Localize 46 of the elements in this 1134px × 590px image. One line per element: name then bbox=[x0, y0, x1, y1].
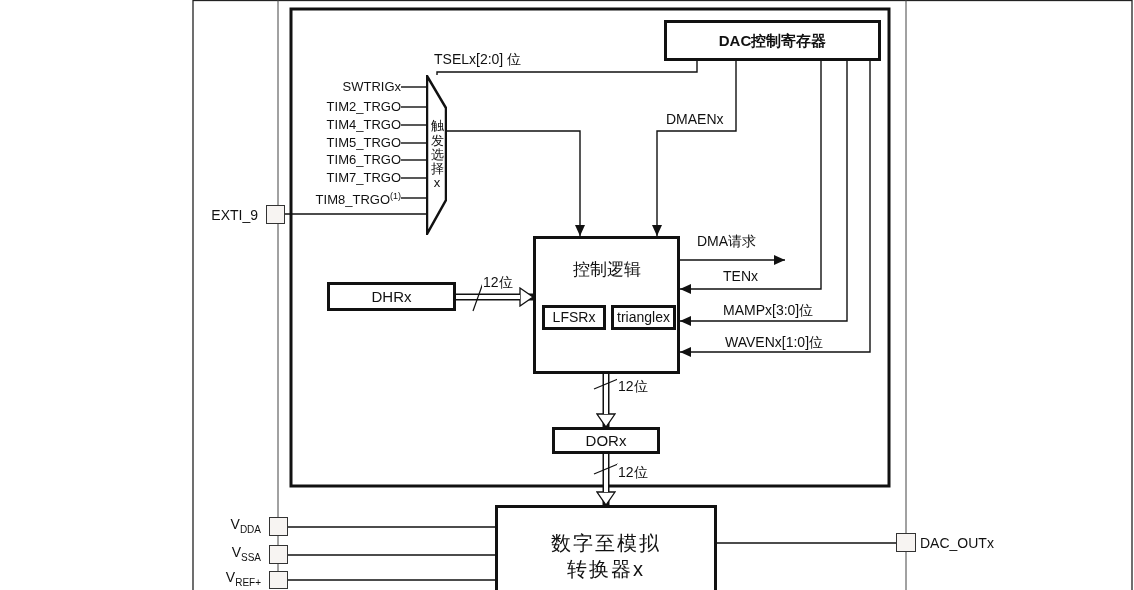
pin-label: V$_{DDA}$ bbox=[230, 514, 261, 537]
register-box: DHRx bbox=[327, 282, 456, 311]
arrow bbox=[679, 60, 848, 326]
edge-label: WAVENx[1:0]位 bbox=[724, 334, 825, 351]
edge-label: 12位 bbox=[482, 274, 514, 291]
edge-label: MAMPx[3:0]位 bbox=[722, 302, 815, 319]
signal-label: TIM8_TRGO$^{(1)}$ bbox=[315, 190, 401, 208]
signal-label: TIM2_TRGO bbox=[326, 99, 401, 115]
arrow bbox=[652, 60, 737, 237]
connector-line bbox=[400, 197, 427, 199]
signal-label: SWTRIGx bbox=[342, 79, 401, 95]
connector-line bbox=[287, 579, 496, 581]
signal-label: TIM7_TRGO bbox=[326, 170, 401, 186]
arrow bbox=[679, 255, 786, 265]
pin-label: EXTI_9 bbox=[211, 205, 258, 224]
register-box: LFSRx bbox=[542, 305, 606, 330]
pin-label: V$_{REF+}$ bbox=[225, 568, 261, 590]
connector-line bbox=[400, 106, 427, 108]
connector-line bbox=[287, 554, 496, 556]
connector-line bbox=[284, 213, 427, 215]
connector-line bbox=[400, 86, 427, 88]
control-logic-box: 控制逻辑 LFSRx trianglex bbox=[533, 236, 680, 374]
edge-label: 12位 bbox=[617, 464, 649, 481]
connector-line bbox=[400, 124, 427, 126]
connector-line bbox=[716, 542, 897, 544]
connector-line bbox=[400, 142, 427, 144]
signal-label: TIM6_TRGO bbox=[326, 152, 401, 168]
arrow bbox=[679, 60, 871, 357]
register-box: DAC控制寄存器 bbox=[664, 20, 881, 61]
converter-box: 数字至模拟转换器x bbox=[495, 505, 717, 590]
arrow bbox=[679, 60, 822, 294]
edge-label: 12位 bbox=[617, 378, 649, 395]
pin-label: V$_{SSA}$ bbox=[231, 542, 261, 565]
multiplexer-label: 触发选择x bbox=[430, 119, 444, 191]
register-box: trianglex bbox=[611, 305, 676, 330]
connector-line bbox=[436, 60, 698, 76]
pin-label: DAC_OUTx bbox=[920, 533, 994, 552]
register-box: DORx bbox=[552, 427, 660, 454]
connector-line bbox=[400, 177, 427, 179]
signal-label: TIM4_TRGO bbox=[326, 117, 401, 133]
edge-label: DMA请求 bbox=[696, 233, 758, 250]
connector-line bbox=[400, 159, 427, 161]
connector-line bbox=[287, 526, 496, 528]
arrow bbox=[446, 130, 585, 237]
signal-label: TIM5_TRGO bbox=[326, 135, 401, 151]
edge-label: TSELx[2:0] 位 bbox=[433, 51, 523, 68]
